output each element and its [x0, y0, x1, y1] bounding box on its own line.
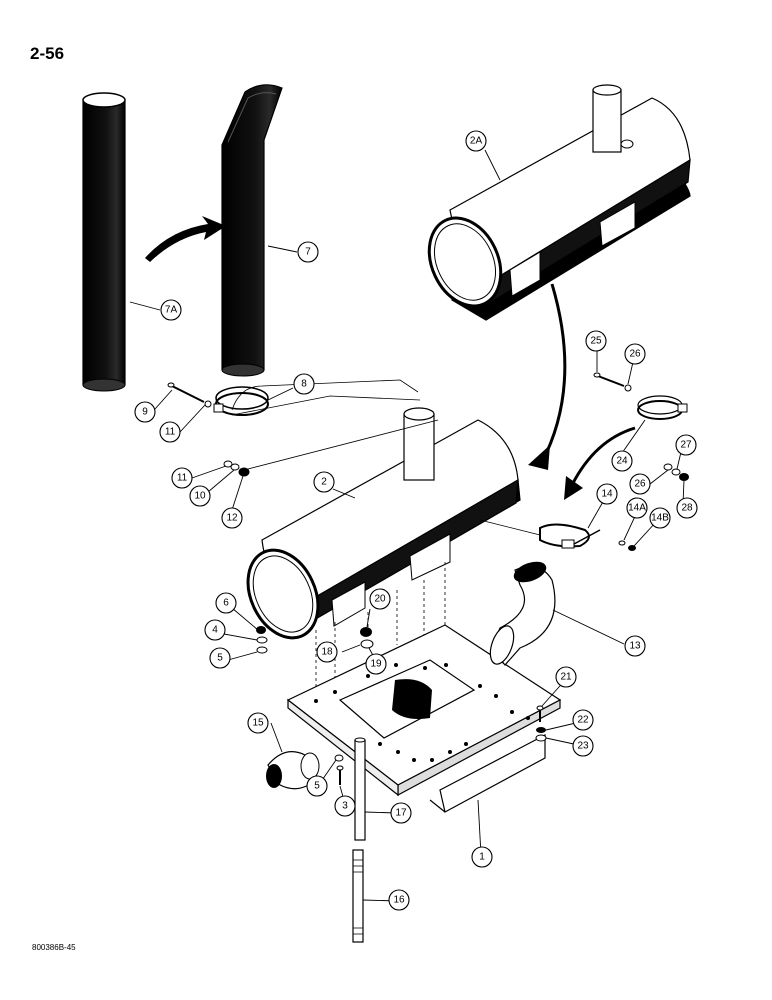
svg-text:14: 14 [601, 489, 613, 500]
svg-text:22: 22 [577, 715, 589, 726]
callout-11-upper: 11 [159, 421, 181, 443]
callout-6: 6 [215, 592, 237, 614]
clamp-pipe [213, 386, 269, 416]
svg-text:10: 10 [194, 491, 206, 502]
svg-text:7A: 7A [165, 305, 178, 316]
callout-24: 24 [611, 450, 633, 472]
callout-13: 13 [624, 635, 646, 657]
callout-10: 10 [189, 485, 211, 507]
callout-16: 16 [388, 889, 410, 911]
callout-28: 28 [676, 497, 698, 519]
svg-text:21: 21 [560, 672, 572, 683]
svg-text:18: 18 [321, 647, 333, 658]
callout-12: 12 [221, 507, 243, 529]
callout-19: 19 [365, 653, 387, 675]
callout-20: 20 [369, 588, 391, 610]
svg-text:16: 16 [393, 895, 405, 906]
callout-23: 23 [572, 735, 594, 757]
callout-3: 3 [334, 795, 356, 817]
clamp-elbow [539, 523, 636, 551]
svg-text:2: 2 [321, 477, 327, 488]
svg-text:12: 12 [226, 513, 238, 524]
leader-lines [129, 149, 685, 902]
muffler-alternate [427, 84, 691, 321]
callout-11-lower: 11 [171, 467, 193, 489]
callout-2: 2 [313, 471, 335, 493]
callout-7a: 7A [160, 299, 182, 321]
callout-7: 7 [297, 241, 319, 263]
bolt-alternate-clamp [593, 372, 632, 392]
svg-text:27: 27 [680, 440, 692, 451]
callout-4: 4 [204, 619, 226, 641]
svg-text:9: 9 [142, 407, 148, 418]
svg-text:4: 4 [212, 625, 218, 636]
svg-text:3: 3 [342, 801, 348, 812]
callout-18: 18 [316, 641, 338, 663]
svg-text:5: 5 [314, 781, 320, 792]
callout-14b: 14B [649, 507, 671, 529]
svg-text:25: 25 [590, 336, 602, 347]
callout-8: 8 [293, 373, 315, 395]
svg-text:6: 6 [223, 598, 229, 609]
svg-text:17: 17 [395, 808, 407, 819]
callout-2a: 2A [465, 130, 487, 152]
svg-text:20: 20 [374, 594, 386, 605]
svg-text:26: 26 [634, 479, 646, 490]
svg-text:1: 1 [479, 852, 485, 863]
callout-26-upper: 26 [624, 343, 646, 365]
svg-text:14A: 14A [628, 503, 646, 514]
svg-text:7: 7 [305, 247, 311, 258]
svg-text:2A: 2A [470, 136, 483, 147]
svg-text:15: 15 [252, 718, 264, 729]
clamp-alternate [637, 395, 688, 420]
svg-text:24: 24 [616, 456, 628, 467]
svg-text:14B: 14B [651, 513, 669, 524]
alignment-lines [231, 379, 541, 720]
callout-1: 1 [471, 846, 493, 868]
callout-9: 9 [134, 401, 156, 423]
bolt-clamp [167, 382, 212, 408]
page-number: 2-56 [30, 44, 65, 63]
callout-15: 15 [247, 712, 269, 734]
alternate-clamp-arrow [564, 426, 636, 500]
alternate-muffler-arrow [528, 283, 567, 470]
svg-text:11: 11 [177, 473, 188, 484]
exhaust-elbow [489, 561, 556, 666]
svg-text:5: 5 [217, 653, 223, 664]
svg-text:26: 26 [629, 349, 641, 360]
muffler [246, 407, 521, 640]
svg-text:8: 8 [301, 379, 307, 390]
callout-17: 17 [390, 802, 412, 824]
exhaust-pipe-curved [221, 84, 283, 377]
mounting-hardware-left [256, 626, 268, 654]
clamp-hardware [223, 460, 250, 477]
replacement-arrow [145, 216, 226, 262]
svg-text:28: 28 [681, 503, 693, 514]
svg-text:11: 11 [165, 427, 176, 438]
callout-5-lower: 5 [306, 775, 328, 797]
stud-rod [352, 849, 364, 943]
bolt-plate-left [334, 754, 344, 785]
alternate-clamp-hardware [663, 463, 689, 481]
mounting-hardware-center [360, 627, 374, 649]
svg-text:13: 13 [629, 641, 641, 652]
callouts: 7A 7 2A 9 11 8 11 10 12 2 25 26 24 27 26… [134, 130, 698, 911]
grommet [266, 751, 320, 790]
exhaust-pipe-straight [82, 92, 126, 392]
figure-code: 800386B-45 [32, 943, 76, 952]
callout-5-upper: 5 [209, 647, 231, 669]
callout-26-lower: 26 [629, 473, 651, 495]
svg-text:19: 19 [370, 659, 382, 670]
callout-25: 25 [585, 330, 607, 352]
bolt-plate-right [535, 705, 547, 742]
callout-21: 21 [555, 666, 577, 688]
spacer-tube [354, 737, 366, 841]
svg-text:23: 23 [577, 741, 589, 752]
callout-22: 22 [572, 709, 594, 731]
callout-14a: 14A [626, 497, 648, 519]
callout-14: 14 [596, 483, 618, 505]
callout-27: 27 [675, 434, 697, 456]
